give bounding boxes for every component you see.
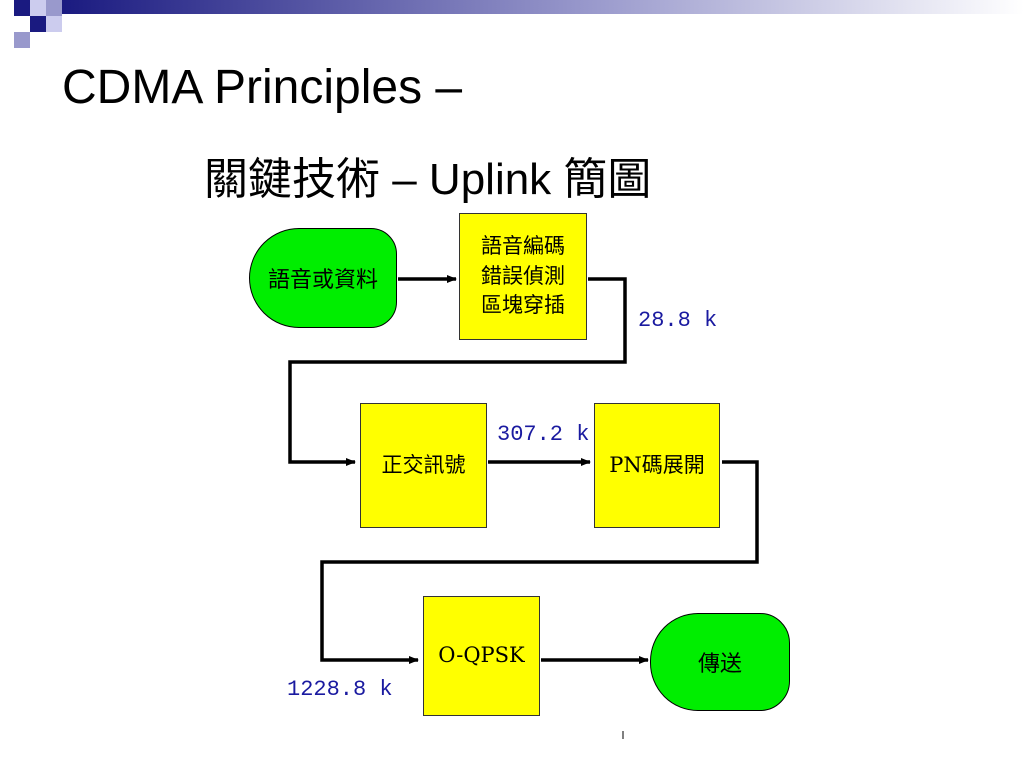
input-node: 語音或資料 (249, 228, 397, 328)
arrow-pn-to-oqpsk (320, 460, 759, 664)
transmit-label: 傳送 (697, 652, 742, 677)
coding-line-1: 語音編碼 (481, 234, 565, 259)
rate-1228-8k: 1228.8 k (287, 677, 393, 702)
arrow-coding-to-orthogonal (288, 277, 627, 466)
oqpsk-block: O-QPSK (423, 596, 540, 716)
oqpsk-label: O-QPSK (438, 643, 525, 667)
coding-block: 語音編碼 錯誤偵測 區塊穿插 (459, 213, 587, 340)
slide-subtitle: 關鍵技術 – Uplink 簡圖 (204, 155, 652, 204)
pn-spread-label: PN碼展開 (609, 452, 705, 477)
rate-28-8k: 28.8 k (638, 308, 718, 333)
pn-spread-block: PN碼展開 (594, 403, 720, 528)
rate-307-2k: 307.2 k (497, 422, 590, 447)
input-node-label: 語音或資料 (267, 268, 378, 293)
coding-line-3: 區塊穿插 (481, 293, 565, 318)
orthogonal-label: 正交訊號 (381, 452, 466, 477)
transmit-node: 傳送 (650, 613, 790, 711)
coding-line-2: 錯誤偵測 (481, 263, 565, 288)
orthogonal-block: 正交訊號 (360, 403, 487, 528)
header-bar (14, 0, 1024, 48)
slide-title: CDMA Principles – (62, 61, 463, 114)
